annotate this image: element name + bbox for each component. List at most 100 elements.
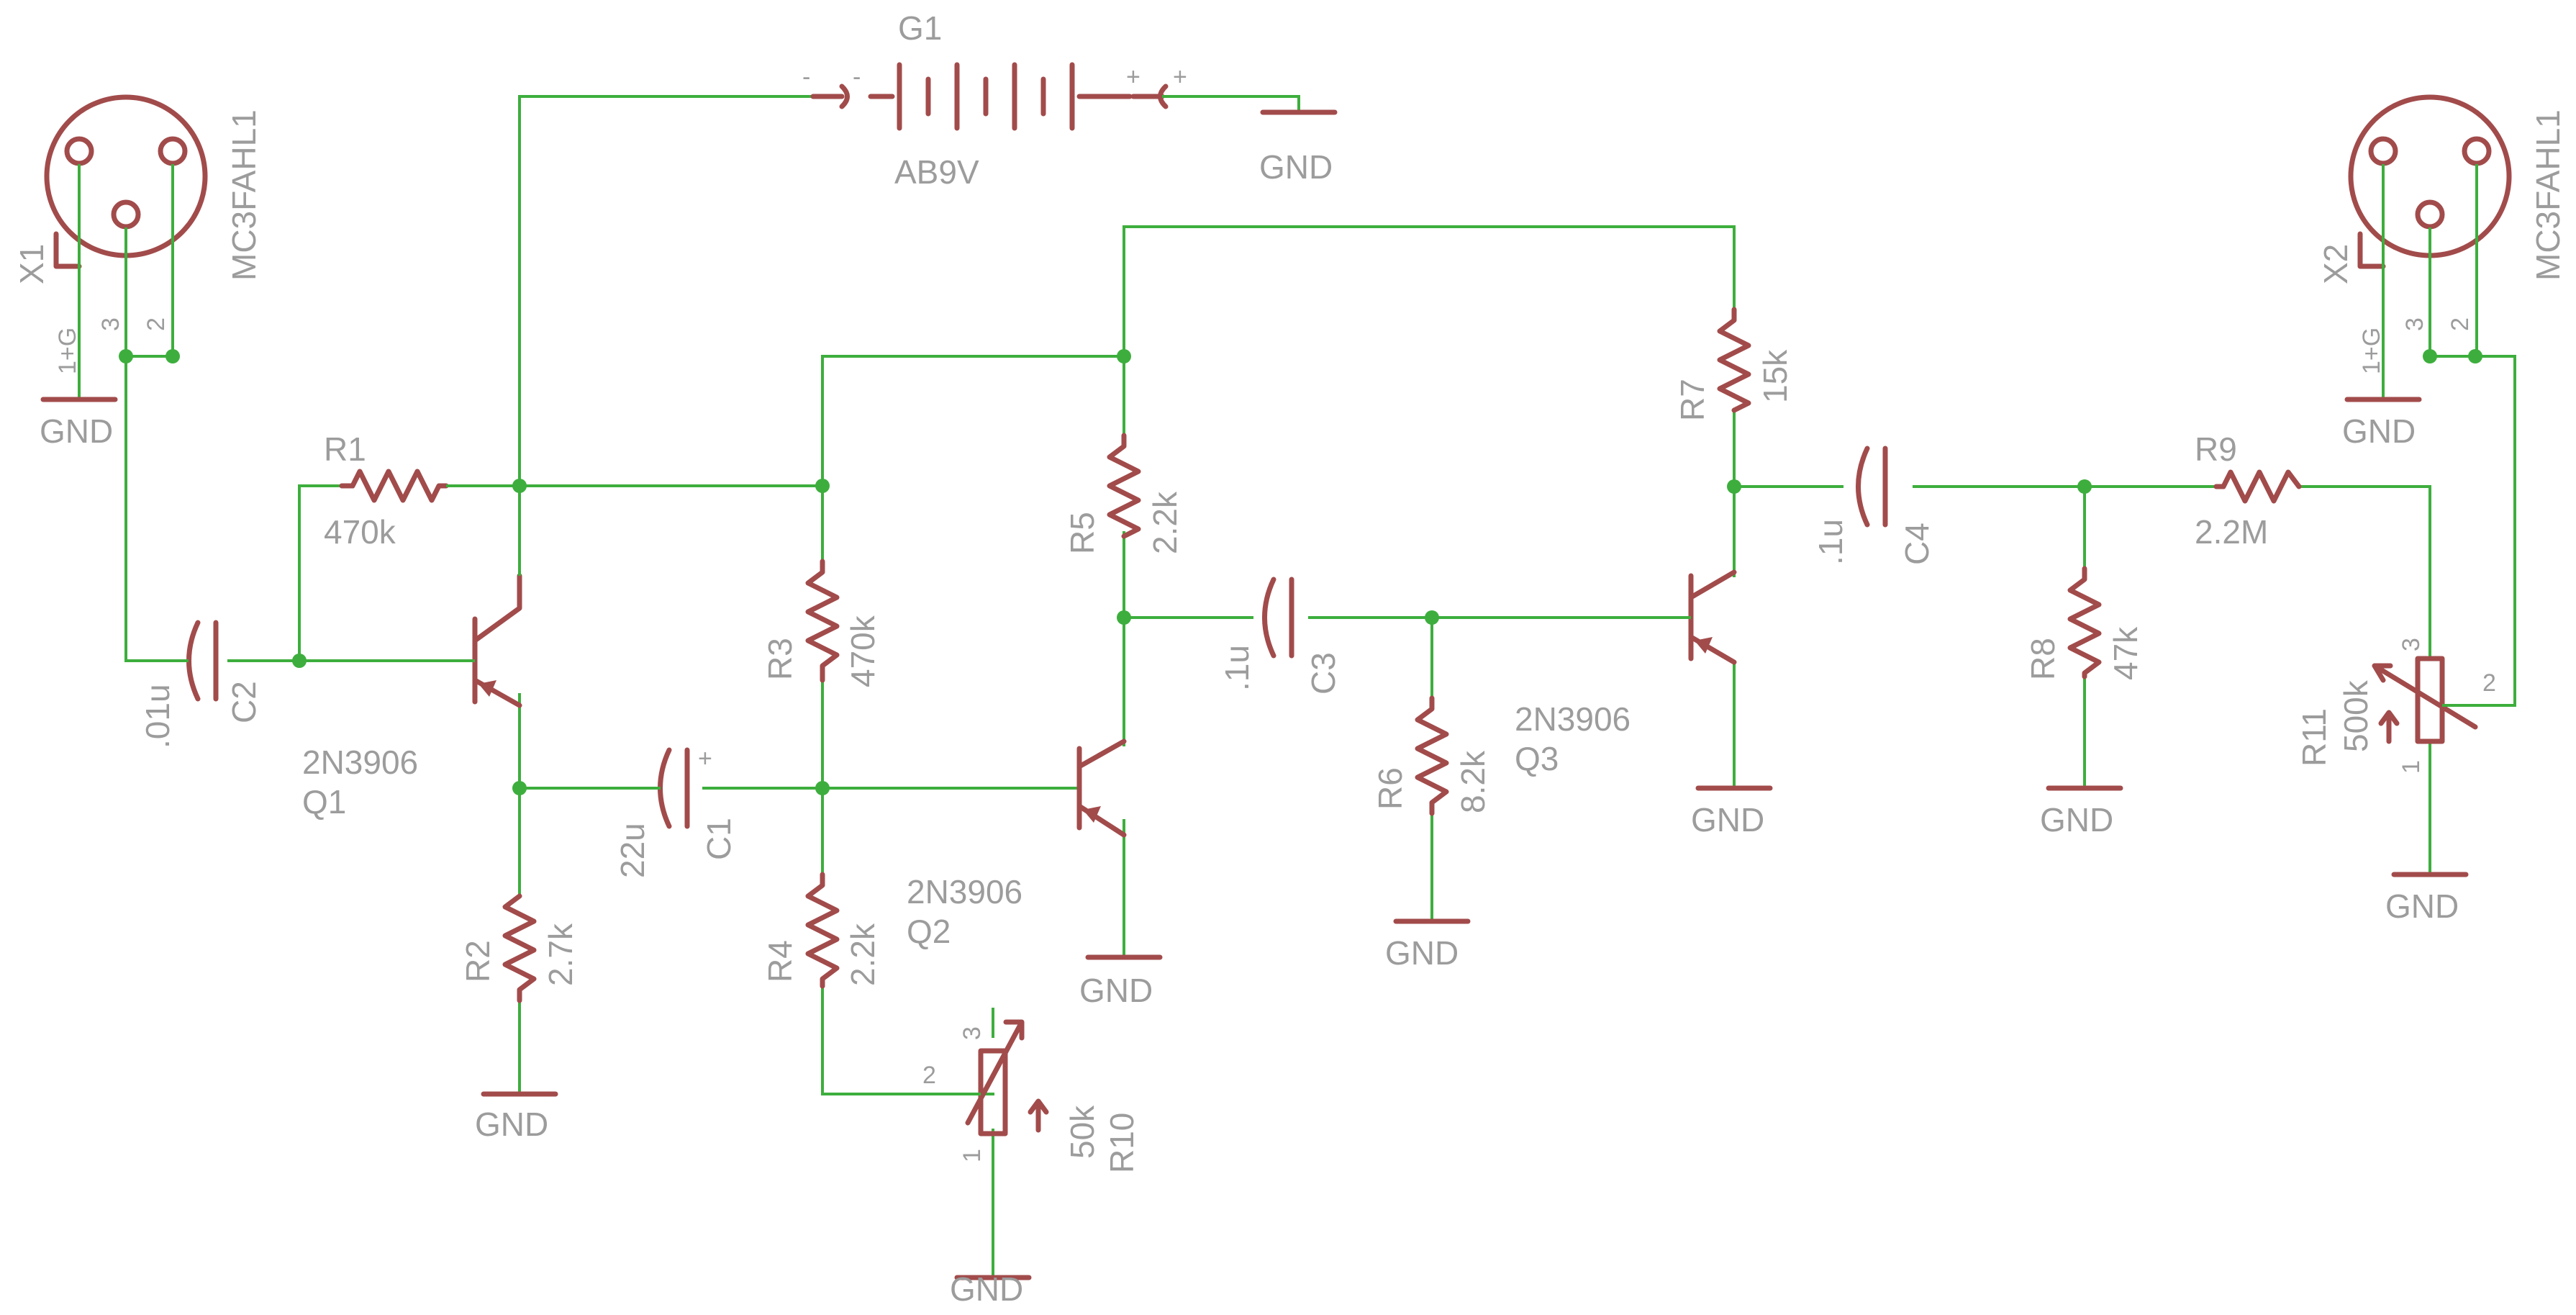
part-name-c1: C1 <box>700 818 738 860</box>
part-name-r1: R1 <box>324 430 366 468</box>
capacitor-c1: + C1 22u <box>614 745 738 878</box>
xlr-key <box>2357 231 2386 269</box>
connector-x2: X2 MC3FAHL1 1+G 3 2 <box>2317 94 2567 399</box>
part-name-q1: Q1 <box>302 783 346 821</box>
transistor-emitter <box>472 573 522 643</box>
part-name-r2: R2 <box>459 940 496 982</box>
pin-label-x1-2: 2 <box>142 317 170 331</box>
connector-x1: X1 MC3FAHL1 1+G 3 2 <box>13 94 263 399</box>
part-value-r10: 50k <box>1063 1105 1101 1159</box>
gnd-x1: GND <box>40 397 118 450</box>
gnd-q3: GND <box>1691 785 1773 839</box>
part-value-x2: MC3FAHL1 <box>2529 109 2567 281</box>
cap-curved-plate <box>1262 577 1276 659</box>
wire-supply-rail <box>518 95 780 491</box>
junction-dot <box>1117 349 1131 363</box>
transistor-arrow <box>479 680 496 697</box>
gnd-x2: GND <box>2342 397 2422 450</box>
pot-pin-label-2: 2 <box>2482 669 2496 697</box>
part-name-x2: X2 <box>2317 244 2354 284</box>
part-name-r9: R9 <box>2195 430 2237 468</box>
pin-label-x1-1: 1+G <box>54 327 81 374</box>
part-name-r8: R8 <box>2024 638 2062 680</box>
xlr-pin-3 <box>111 199 141 230</box>
gnd-label: GND <box>2385 887 2459 925</box>
pin-label-x1-3: 3 <box>97 317 124 331</box>
resistor-zigzag <box>805 559 840 683</box>
gnd-r8: GND <box>2040 785 2123 839</box>
junction-dot <box>512 479 527 493</box>
part-name-r3: R3 <box>761 638 799 680</box>
part-name-c3: C3 <box>1305 652 1342 695</box>
battery-minus-mark: - <box>802 63 810 91</box>
pot-pin-label-2: 2 <box>922 1062 936 1089</box>
resistor-zigzag <box>1717 307 1751 413</box>
junction-dot <box>1117 610 1131 625</box>
part-value-c2: .01u <box>139 684 176 749</box>
pot-adjust-mark <box>2378 710 2400 744</box>
resistor-zigzag <box>1415 695 1449 816</box>
transistor-arrow <box>1083 806 1101 823</box>
part-name-g1: G1 <box>898 9 942 47</box>
resistor-zigzag <box>805 872 840 989</box>
part-name-r11: R11 <box>2295 708 2333 767</box>
transistor-q3: 2N3906 Q3 <box>1515 569 1737 777</box>
part-value-c3: .1u <box>1218 645 1256 691</box>
part-value-q2: 2N3906 <box>907 873 1022 910</box>
wire-r9-r11 <box>2298 485 2431 656</box>
pot-pin-label-1: 1 <box>2398 760 2425 774</box>
junctions <box>119 349 2482 795</box>
part-value-r11: 500k <box>2337 679 2375 752</box>
capacitor-c3: C3 .1u <box>1218 577 1342 695</box>
pin-label-x2-2: 2 <box>2446 317 2474 331</box>
resistor-r9: R9 2.2M <box>2195 430 2302 551</box>
resistor-zigzag <box>339 469 449 503</box>
part-name-r10: R10 <box>1103 1113 1140 1173</box>
gnd-r10: GND <box>950 1270 1032 1308</box>
gnd-label: GND <box>1385 934 1459 972</box>
pot-body <box>978 1048 1008 1136</box>
transistor-q1: 2N3906 Q1 <box>302 489 522 821</box>
part-name-r6: R6 <box>1371 767 1409 810</box>
pot-pin-label-3: 3 <box>2398 638 2425 651</box>
grounds: GND GND GND GND GND GND GND GND <box>40 109 2469 1308</box>
part-value-r4: 2.2k <box>844 923 881 986</box>
pot-arrow <box>965 1019 1025 1126</box>
battery-minus-mark-2: - <box>853 63 861 91</box>
xlr-key <box>53 231 82 269</box>
junction-dot <box>1425 610 1439 625</box>
cap-curved-plate <box>186 620 201 702</box>
junction-dot <box>2077 479 2092 494</box>
part-value-r5: 2.2k <box>1146 491 1184 554</box>
part-value-r8: 47k <box>2107 626 2144 680</box>
junction-dot <box>1727 479 1741 494</box>
part-name-r7: R7 <box>1674 379 1711 421</box>
gnd-label: GND <box>2342 412 2416 450</box>
gnd-label: GND <box>1691 801 1764 839</box>
part-name-q2: Q2 <box>907 913 951 950</box>
resistor-r6: R6 8.2k <box>1371 695 1492 816</box>
wires <box>124 95 2516 1279</box>
part-value-r3: 470k <box>844 615 881 687</box>
gnd-label: GND <box>475 1106 548 1143</box>
cap-plus-mark: + <box>698 745 712 772</box>
junction-dot <box>815 479 830 493</box>
gnd-label: GND <box>40 412 113 450</box>
part-name-c4: C4 <box>1898 523 1936 565</box>
gnd-r6: GND <box>1385 918 1471 972</box>
capacitor-c2: C2 .01u <box>139 620 263 749</box>
xlr-pin-1 <box>2368 136 2398 166</box>
part-value-q3: 2N3906 <box>1515 700 1631 738</box>
pin-label-x2-1: 1+G <box>2358 327 2385 374</box>
part-value-g1: AB9V <box>894 153 979 191</box>
junction-dot <box>815 781 830 795</box>
resistor-zigzag <box>1107 433 1141 539</box>
resistor-zigzag <box>502 893 537 1003</box>
part-value-r9: 2.2M <box>2195 513 2268 551</box>
gnd-label: GND <box>2040 801 2113 839</box>
potentiometer-r11: R11 500k 1 2 3 <box>2295 638 2496 774</box>
part-value-x1: MC3FAHL1 <box>225 109 263 281</box>
part-value-r2: 2.7k <box>542 923 579 986</box>
capacitor-c4: C4 .1u <box>1812 446 1936 565</box>
pot-arrow <box>2372 663 2478 730</box>
